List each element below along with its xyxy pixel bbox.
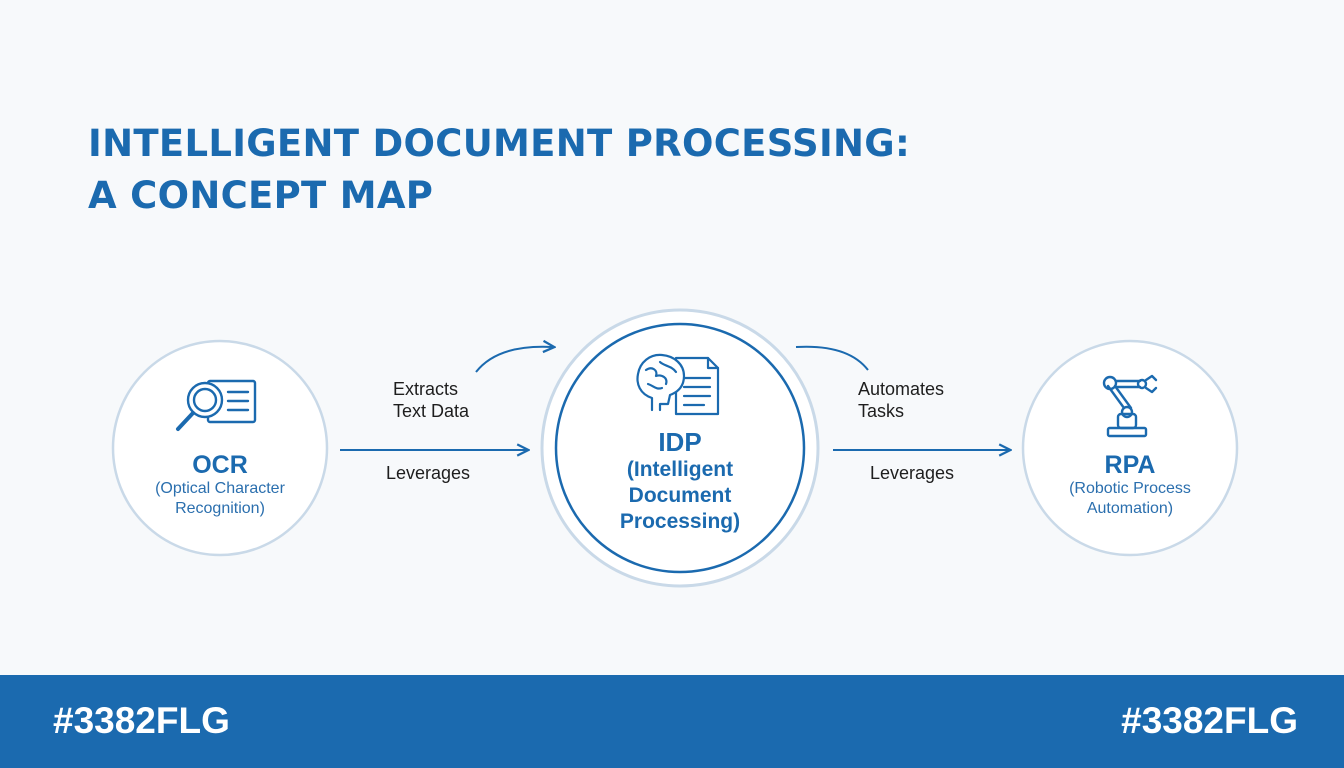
brain-document-icon [636, 353, 720, 416]
idp-abbreviation: IDP [658, 427, 702, 457]
title-line-1: INTELLIGENT DOCUMENT PROCESSING: [88, 122, 911, 165]
idp-node-inner-circle [554, 322, 806, 574]
ocr-abbreviation: OCR [192, 451, 248, 479]
idp-node-label: IDP (Intelligent Document Processing) [575, 427, 785, 535]
footer-tag-right: #3382FLG [1121, 700, 1298, 741]
footer-bar: #3382FLG #3382FLG [0, 675, 1344, 768]
ocr-node-circle [111, 339, 329, 557]
rpa-full-name: (Robotic Process Automation) [1069, 480, 1191, 517]
edge-label-leverages-rpa: Leverages [870, 463, 955, 483]
magnifier-document-icon [176, 379, 257, 431]
page-title: INTELLIGENT DOCUMENT PROCESSING: A CONCE… [88, 118, 910, 222]
ocr-to-idp-curved-arrow [475, 347, 553, 373]
ocr-node-label: OCR (Optical Character Recognition) [120, 451, 320, 519]
footer-tag-left: #3382FLG [53, 700, 230, 741]
edge-label-extracts-text-data: Extracts Text Data [393, 379, 470, 421]
robot-arm-icon [1102, 374, 1158, 438]
ocr-full-name: (Optical Character Recognition) [155, 480, 285, 517]
idp-full-name: (Intelligent Document Processing) [619, 458, 741, 533]
rpa-node-label: RPA (Robotic Process Automation) [1030, 451, 1230, 519]
rpa-abbreviation: RPA [1104, 451, 1156, 479]
edge-label-leverages-ocr: Leverages [386, 463, 471, 483]
edge-label-automates-tasks: Automates Tasks [858, 379, 945, 421]
rpa-node-circle [1021, 339, 1239, 557]
title-line-2: A CONCEPT MAP [88, 174, 434, 217]
idp-to-rpa-curved-connector [795, 345, 869, 371]
